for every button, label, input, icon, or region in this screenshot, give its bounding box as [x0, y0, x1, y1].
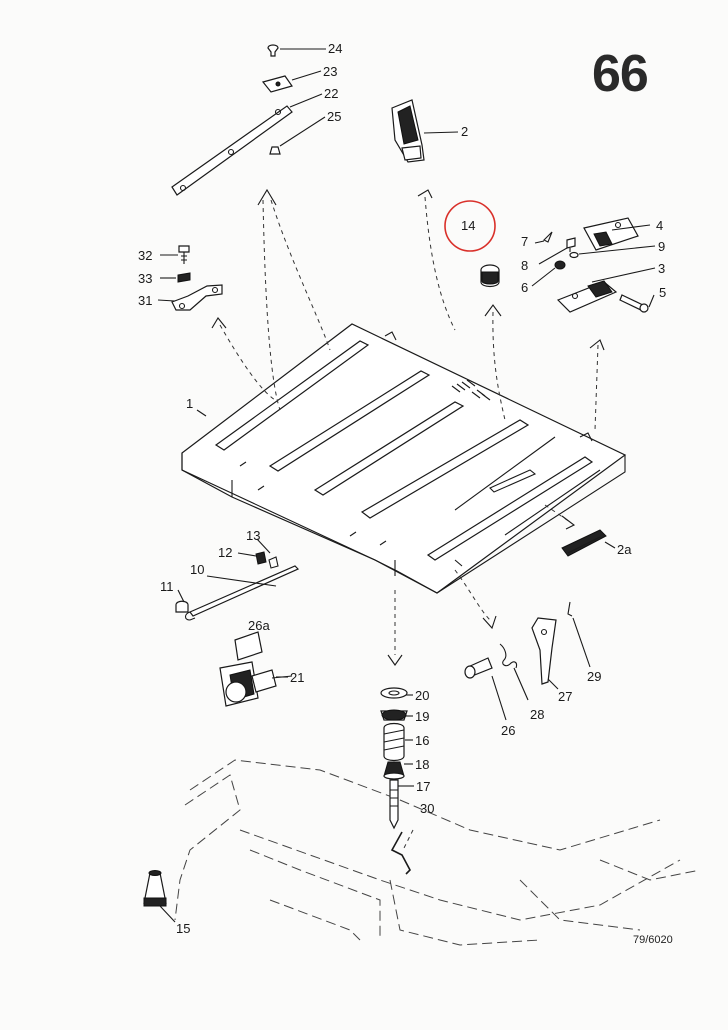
highlight-circle	[444, 200, 496, 252]
callout-31: 31	[138, 293, 152, 308]
callout-11: 11	[160, 579, 174, 594]
callout-28: 28	[530, 707, 544, 722]
wire-clip	[390, 831, 411, 875]
assembly-guide-lines	[211, 188, 605, 851]
striker-pin-stack	[380, 687, 408, 830]
hood-hinge-bracket	[171, 245, 223, 311]
callout-3: 3	[658, 261, 665, 276]
hood-latch	[391, 99, 425, 163]
callout-5: 5	[659, 285, 666, 300]
callout-25: 25	[327, 109, 341, 124]
callout-7: 7	[521, 234, 528, 249]
callout-4: 4	[656, 218, 663, 233]
callout-2: 2	[461, 124, 468, 139]
callout-17: 17	[416, 779, 430, 794]
hinge-assembly	[543, 217, 649, 313]
callout-30: 30	[420, 801, 434, 816]
release-cable-assembly	[175, 551, 300, 621]
callout-27: 27	[558, 689, 572, 704]
callout-26a: 26a	[248, 618, 270, 633]
callout-24: 24	[328, 41, 342, 56]
callout-labels: 24 23 22 25 2 14 7 4 8 9 6 3 5 32 33 31 …	[138, 41, 666, 936]
page-number: 66	[592, 45, 649, 103]
callout-13: 13	[246, 528, 260, 543]
callout-14: 14	[461, 218, 475, 233]
callout-33: 33	[138, 271, 152, 286]
callout-22: 22	[324, 86, 338, 101]
safety-catch-assembly	[464, 601, 573, 685]
callout-8: 8	[521, 258, 528, 273]
hood-panel	[181, 323, 627, 594]
callout-15: 15	[176, 921, 190, 936]
callout-1: 1	[186, 396, 193, 411]
vent-slots	[451, 379, 491, 401]
callout-26: 26	[501, 723, 515, 738]
rubber-bumper	[480, 264, 500, 288]
release-handle	[561, 529, 607, 557]
callout-2a: 2a	[617, 542, 632, 557]
rubber-stop	[143, 870, 167, 907]
callout-9: 9	[658, 239, 665, 254]
leader-lines	[157, 48, 656, 923]
hood-stay-assembly	[171, 44, 293, 196]
callout-32: 32	[138, 248, 152, 263]
hood-lock	[219, 631, 293, 707]
callout-16: 16	[415, 733, 429, 748]
callout-6: 6	[521, 280, 528, 295]
drawing-code: 79/6020	[633, 934, 673, 946]
callout-29: 29	[587, 669, 601, 684]
callout-12: 12	[218, 545, 232, 560]
callout-21: 21	[290, 670, 304, 685]
callout-19: 19	[415, 709, 429, 724]
callout-18: 18	[415, 757, 429, 772]
callout-10: 10	[190, 562, 204, 577]
callout-23: 23	[323, 64, 337, 79]
engine-frame-outline	[174, 759, 701, 946]
callout-20: 20	[415, 688, 429, 703]
